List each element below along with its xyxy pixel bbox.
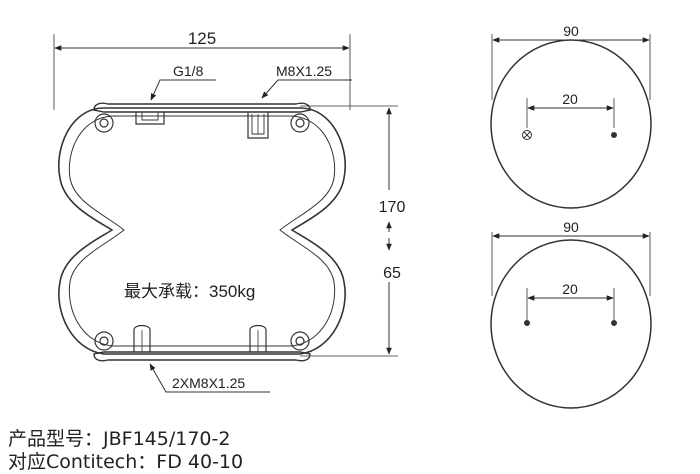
top-plate-circle	[490, 39, 652, 209]
bottom-spacing-label: 20	[562, 281, 578, 297]
bottom-view	[490, 232, 652, 409]
bottom-left-bead-core	[99, 336, 109, 346]
contitech-equivalent-line: 对应Contitech：FD 40-10	[8, 451, 244, 473]
top-bolt-hole	[611, 132, 617, 138]
leader-port-left	[150, 79, 216, 101]
max-load-label: 最大承载：350kg	[124, 282, 255, 301]
bottom-bolt-hole-left	[524, 320, 530, 326]
leader-port-right	[261, 79, 352, 99]
bottom-stud-left	[133, 324, 151, 352]
top-plate	[93, 102, 311, 113]
bottom-diameter-label: 90	[563, 219, 579, 235]
top-diameter-label: 90	[563, 23, 579, 39]
top-port-fitting	[135, 112, 165, 125]
bottom-plate-circle	[490, 239, 652, 409]
top-right-bead	[290, 113, 310, 133]
top-left-bead-core	[99, 118, 109, 128]
side-view	[53, 34, 398, 393]
port-label-left: G1/8	[173, 63, 204, 79]
height-max-label: 170	[379, 199, 406, 216]
bottom-right-bead-core	[295, 336, 305, 346]
bottom-thread-label: 2XM8X1.25	[172, 375, 245, 391]
air-port-icon	[522, 130, 532, 140]
bellows-outline-outer	[58, 107, 346, 355]
width-label: 125	[188, 29, 216, 48]
height-min-label: 65	[383, 265, 401, 282]
bottom-left-bead	[94, 331, 114, 351]
top-spacing-label: 20	[562, 91, 578, 107]
bottom-right-bead	[290, 331, 310, 351]
leader-bottom-studs	[149, 363, 270, 393]
model-number-line: 产品型号：JBF145/170-2	[8, 428, 231, 450]
port-label-right: M8X1.25	[276, 63, 332, 79]
bottom-stud-right	[249, 324, 267, 352]
top-left-bead	[94, 113, 114, 133]
top-view	[490, 34, 652, 209]
top-stud	[247, 112, 269, 139]
bottom-plate	[93, 351, 311, 362]
top-right-bead-core	[295, 118, 305, 128]
bottom-bolt-hole-right	[611, 320, 617, 326]
